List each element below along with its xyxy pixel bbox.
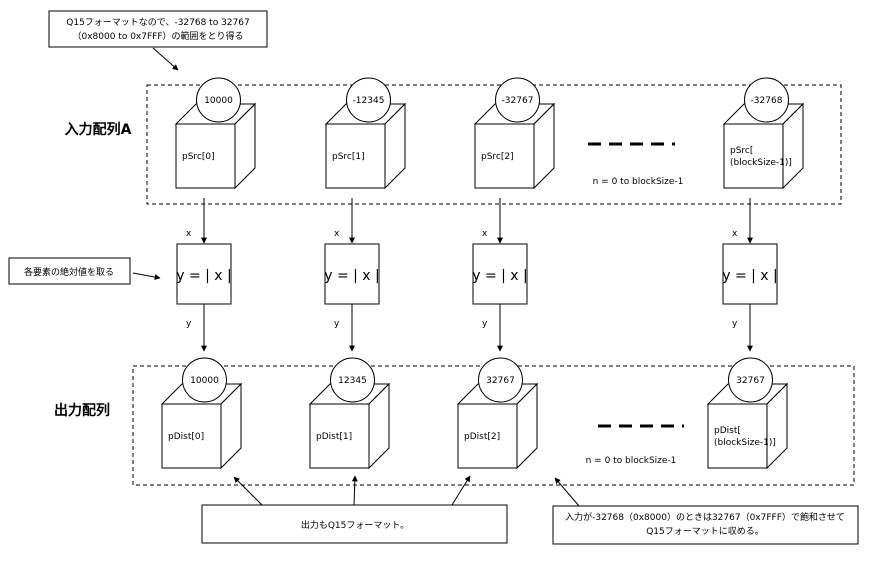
output-item-1-cube-side xyxy=(368,382,390,470)
abs-func-box-2 xyxy=(472,243,528,305)
abs-note-text: 各要素の絶対値を取る xyxy=(24,266,114,278)
output-item-2-cube-side xyxy=(516,382,538,470)
abs-formula-3: y = | x | xyxy=(722,268,778,284)
output-note: 出力もQ15フォーマット。 xyxy=(201,504,508,544)
input-var-3: x xyxy=(732,229,738,239)
output-var-1: y xyxy=(334,319,340,329)
abs-formula-2: y = | x | xyxy=(472,268,528,284)
abs-note: 各要素の絶対値を取る xyxy=(8,257,131,285)
input-item-0-name: pSrc[0] xyxy=(182,152,215,162)
element-columns: pSrc[0] 10000 pSrc[1] -12345 pSrc[2] -32767 pS… xyxy=(160,77,805,470)
output-note-arrow-mid xyxy=(351,475,358,506)
saturation-note: 入力が-32768（0x8000）のときは32767（0x7FFF）で飽和させて… xyxy=(552,505,859,545)
input-item-3-value: -32768 xyxy=(751,96,783,106)
output-item-3-value-circle xyxy=(728,357,773,403)
input-item-3-cube-side xyxy=(782,102,804,190)
output-item-2-cube-front xyxy=(457,403,518,469)
abs-formula-0: y = | x | xyxy=(176,268,232,284)
input-var-1: x xyxy=(334,229,340,239)
input-item-3-value-circle xyxy=(744,77,789,123)
output-item-2-value-circle xyxy=(478,357,523,403)
abs-func-box-1 xyxy=(324,243,380,305)
input-var-0: x xyxy=(186,229,192,239)
output-var-2: y xyxy=(482,319,488,329)
output-note-text: 出力もQ15フォーマット。 xyxy=(301,519,409,531)
output-item-1-value-circle xyxy=(330,357,375,403)
output-var-0: y xyxy=(186,319,192,329)
output-item-3-cube-front xyxy=(707,403,768,469)
saturation-note-line2: Q15フォーマットに収める。 xyxy=(646,525,764,537)
input-array-label: 入力配列A xyxy=(65,121,132,138)
output-item-0-name: pDist[0] xyxy=(168,432,204,442)
input-array-group xyxy=(146,84,842,205)
output-item-3-cube-side xyxy=(766,382,788,470)
input-item-0-value-circle xyxy=(196,77,241,123)
output-array-label: 出力配列 xyxy=(54,402,110,419)
output-range-text: n = 0 to blockSize-1 xyxy=(586,456,677,466)
abs-formula-1: y = | x | xyxy=(324,268,380,284)
output-note-arrow-left xyxy=(233,476,263,506)
abs-func-box-3 xyxy=(722,243,778,305)
output-item-0-cube-side xyxy=(220,382,242,470)
input-item-2-name: pSrc[2] xyxy=(481,152,514,162)
q15-range-note-arrow xyxy=(152,47,179,71)
output-item-1-name: pDist[1] xyxy=(316,432,352,442)
output-item-0-cube-front xyxy=(161,403,222,469)
saturation-note-arrow xyxy=(554,477,580,507)
output-item-0-value: 10000 xyxy=(190,376,219,386)
q15-range-note: Q15フォーマットなので、-32768 to 32767 （0x8000 to … xyxy=(48,10,268,48)
abs-note-arrow xyxy=(132,272,161,280)
abs-func-box-0 xyxy=(176,243,232,305)
output-note-arrow-right xyxy=(451,475,471,506)
output-var-3: y xyxy=(732,319,738,329)
output-item-3-name: (blockSize-1)] xyxy=(714,438,776,448)
saturation-note-line1: 入力が-32768（0x8000）のときは32767（0x7FFF）で飽和させて xyxy=(565,511,845,523)
input-item-2-value-circle xyxy=(495,77,540,123)
input-item-1-cube-side xyxy=(384,102,406,190)
input-item-1-value-circle xyxy=(346,77,391,123)
input-item-1-value: -12345 xyxy=(353,96,385,106)
input-item-3-cube-front xyxy=(723,123,784,189)
q15-range-note-line2: （0x8000 to 0x7FFF）の範囲をとり得る xyxy=(72,30,243,42)
input-item-3-name: (blockSize-1)] xyxy=(730,158,792,168)
input-item-1-name: pSrc[1] xyxy=(332,152,365,162)
q15-range-note-line1: Q15フォーマットなので、-32768 to 32767 xyxy=(66,17,249,28)
input-item-1-cube-front xyxy=(325,123,386,189)
input-range-text: n = 0 to blockSize-1 xyxy=(593,177,684,187)
output-item-0-value-circle xyxy=(182,357,227,403)
output-item-2-value: 32767 xyxy=(486,376,515,386)
input-var-2: x xyxy=(482,229,488,239)
input-item-0-cube-side xyxy=(234,102,256,190)
input-item-2-cube-side xyxy=(533,102,555,190)
output-item-2-name: pDist[2] xyxy=(464,432,500,442)
input-item-2-value: -32767 xyxy=(502,96,534,106)
output-item-3-name: pDist[ xyxy=(714,426,741,436)
input-item-0-value: 10000 xyxy=(204,96,233,106)
output-item-1-value: 12345 xyxy=(338,376,367,386)
output-item-3-value: 32767 xyxy=(736,376,765,386)
input-item-3-name: pSrc[ xyxy=(730,146,753,156)
